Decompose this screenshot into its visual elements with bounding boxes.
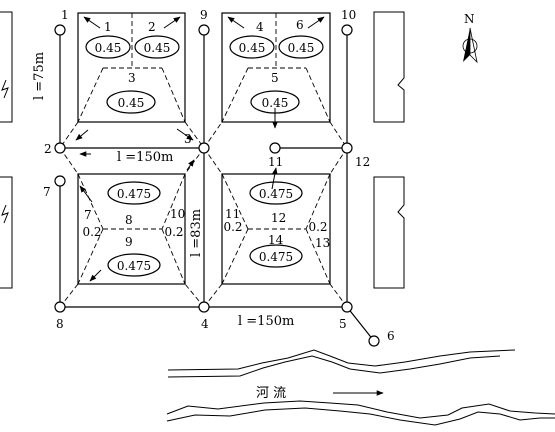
coef-13: 0.2 xyxy=(308,220,327,234)
compass: N xyxy=(462,12,478,64)
right-buildings xyxy=(373,11,405,289)
node-label-9: 9 xyxy=(200,8,208,22)
subarea-id-5: 5 xyxy=(271,71,279,85)
node-6 xyxy=(368,335,380,347)
node-4 xyxy=(198,301,210,313)
node-5 xyxy=(341,301,353,313)
flow-arrows xyxy=(75,16,325,282)
node-2 xyxy=(54,142,66,154)
subarea-id-1: 1 xyxy=(104,20,112,34)
node-label-2: 2 xyxy=(44,142,52,156)
nodes xyxy=(54,24,380,347)
node-11 xyxy=(269,142,281,154)
node-label-3: 3 xyxy=(184,132,192,146)
coef-6: 0.45 xyxy=(288,41,315,55)
node-label-8: 8 xyxy=(56,317,64,331)
subarea-id-3: 3 xyxy=(128,71,136,85)
length-labels: l =75m l =150m l =83m l =150m xyxy=(32,52,294,329)
coef-2: 0.45 xyxy=(144,41,171,55)
coef-5: 0.45 xyxy=(262,96,289,110)
coef-3: 0.45 xyxy=(118,96,145,110)
length-2-3: l =150m xyxy=(117,150,173,165)
node-10 xyxy=(341,24,353,36)
left-buildings xyxy=(0,11,13,289)
subarea-id-4: 4 xyxy=(256,20,264,34)
coef-7: 0.2 xyxy=(82,225,101,239)
subarea-ids: 1 2 3 4 6 5 7 8 9 10 11 12 13 14 xyxy=(84,18,330,250)
pipes xyxy=(59,30,375,342)
river-label: 河 流 xyxy=(256,386,286,401)
coef-8: 0.475 xyxy=(117,187,151,201)
length-4-5: l =150m xyxy=(238,314,294,329)
subarea-id-12: 12 xyxy=(271,211,286,225)
node-label-1: 1 xyxy=(61,8,69,22)
node-9 xyxy=(198,24,210,36)
coef-4: 0.45 xyxy=(239,41,266,55)
coef-10: 0.2 xyxy=(164,225,183,239)
length-top-block: l =75m xyxy=(32,52,47,100)
node-label-11: 11 xyxy=(268,155,283,169)
subarea-id-6: 6 xyxy=(296,18,304,32)
block-bottom-left xyxy=(77,173,186,285)
subarea-id-10: 10 xyxy=(170,207,185,221)
node-8 xyxy=(54,301,66,313)
node-labels: 1 2 3 4 5 6 7 8 9 10 11 12 xyxy=(43,8,395,343)
node-label-4: 4 xyxy=(201,317,209,331)
node-label-5: 5 xyxy=(339,317,347,331)
coefficient-ellipses xyxy=(85,35,324,277)
block-top-left xyxy=(77,12,186,123)
node-7 xyxy=(54,175,66,187)
node-label-12: 12 xyxy=(355,155,370,169)
node-12 xyxy=(341,142,353,154)
coef-12: 0.475 xyxy=(259,187,293,201)
node-3 xyxy=(198,142,210,154)
compass-label: N xyxy=(464,12,475,26)
subarea-id-13: 13 xyxy=(315,236,330,250)
coef-1: 0.45 xyxy=(95,41,122,55)
node-label-7: 7 xyxy=(43,185,51,199)
subarea-id-11: 11 xyxy=(225,207,240,221)
subarea-id-14: 14 xyxy=(268,233,284,247)
coef-11: 0.2 xyxy=(223,220,242,234)
node-label-6: 6 xyxy=(387,329,395,343)
coef-14: 0.475 xyxy=(259,250,293,264)
subarea-id-9: 9 xyxy=(125,235,133,249)
coef-9: 0.475 xyxy=(117,259,151,273)
subarea-id-2: 2 xyxy=(148,20,156,34)
node-1 xyxy=(54,24,66,36)
subarea-id-7: 7 xyxy=(84,208,92,222)
river xyxy=(166,349,555,426)
coefficient-values: 0.45 0.45 0.45 0.45 0.45 0.45 0.2 0.475 … xyxy=(82,41,327,273)
pipe-5-6 xyxy=(346,306,375,342)
length-3-4: l =83m xyxy=(189,209,204,257)
node-label-10: 10 xyxy=(341,8,356,22)
subarea-id-8: 8 xyxy=(125,213,133,227)
